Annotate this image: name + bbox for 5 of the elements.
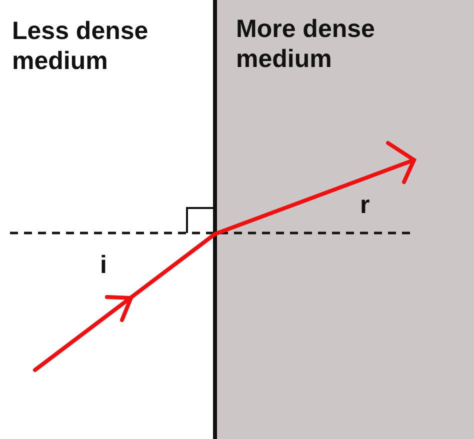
medium-region <box>216 0 474 439</box>
angle-label: i <box>100 250 107 280</box>
medium-label: Less dense medium <box>12 16 150 76</box>
angle-label: r <box>360 190 370 220</box>
medium-label: More dense medium <box>236 14 376 74</box>
